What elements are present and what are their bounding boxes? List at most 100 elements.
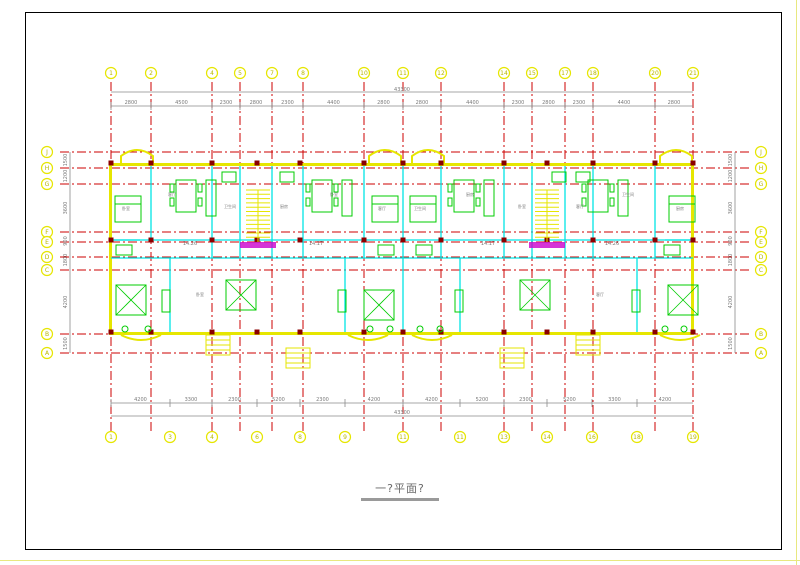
left-dimension-label: 1800 bbox=[63, 254, 69, 267]
room-label: 客厅 bbox=[576, 203, 584, 209]
chair bbox=[609, 183, 615, 193]
structural-column bbox=[400, 237, 406, 243]
bottom-dimension-label: 4200 bbox=[659, 397, 672, 403]
stair-landing-mark bbox=[240, 242, 276, 248]
chair bbox=[197, 197, 203, 207]
top-dimension-label: 2800 bbox=[377, 100, 390, 106]
chair bbox=[581, 197, 587, 207]
top-dimension-label: 4400 bbox=[327, 100, 340, 106]
left-axis-bubble-label: G bbox=[45, 181, 50, 188]
top-axis-bubble bbox=[233, 66, 247, 80]
structural-column bbox=[690, 237, 696, 243]
left-axis-bubble-label: A bbox=[45, 350, 50, 357]
bed bbox=[668, 195, 696, 223]
top-axis-bubble bbox=[686, 66, 700, 80]
bed bbox=[225, 279, 257, 311]
left-axis-bubble-label: J bbox=[45, 149, 48, 156]
structural-column bbox=[400, 329, 406, 335]
room-label: 厨房 bbox=[466, 191, 474, 197]
bed-diagonal bbox=[519, 279, 551, 311]
bottom-axis-bubble-label: 13 bbox=[500, 434, 508, 441]
chair bbox=[305, 197, 311, 207]
bottom-total-dimension-label: 43300 bbox=[394, 410, 410, 416]
room-label: 厨房 bbox=[676, 205, 684, 211]
top-dimension-label: 2300 bbox=[220, 100, 233, 106]
left-dimension-label: 1500 bbox=[63, 337, 69, 350]
bottom-axis-bubble-label: 16 bbox=[588, 434, 596, 441]
structural-column bbox=[254, 160, 260, 166]
room-area-label: 14.26 bbox=[183, 241, 197, 247]
structural-column bbox=[209, 237, 215, 243]
wardrobe bbox=[337, 289, 347, 313]
top-dimension-label: 4400 bbox=[466, 100, 479, 106]
right-dimension-label: 3600 bbox=[728, 202, 734, 215]
potted-plant bbox=[366, 325, 374, 333]
structural-column bbox=[501, 237, 507, 243]
bed-diagonal bbox=[667, 284, 699, 316]
left-dimension-label: 3600 bbox=[63, 202, 69, 215]
right-dimension-label: 4200 bbox=[728, 296, 734, 309]
structural-column bbox=[501, 329, 507, 335]
bottom-dimension-label: 4200 bbox=[368, 397, 381, 403]
structural-column bbox=[108, 237, 114, 243]
potted-plant bbox=[144, 325, 152, 333]
room-label: 卫生间 bbox=[622, 191, 634, 197]
bottom-axis-bubble bbox=[293, 430, 307, 444]
top-axis-bubble bbox=[104, 66, 118, 80]
bathroom-fixture bbox=[279, 171, 295, 183]
structural-column bbox=[590, 160, 596, 166]
chair bbox=[447, 183, 453, 193]
right-dimension-label: 1500 bbox=[728, 154, 734, 167]
bottom-axis-bubble bbox=[497, 430, 511, 444]
bottom-dimension-label: 2300 bbox=[316, 397, 329, 403]
bed bbox=[363, 289, 395, 321]
kitchen-counter bbox=[415, 244, 433, 256]
top-axis-bubble-label: 18 bbox=[589, 70, 597, 77]
right-dimension-label: 1500 bbox=[728, 337, 734, 350]
top-axis-bubble-label: 1 bbox=[109, 70, 113, 77]
left-axis-bubble-label: B bbox=[45, 331, 49, 338]
top-total-dimension-label: 43300 bbox=[394, 87, 410, 93]
bottom-axis-bubble bbox=[686, 430, 700, 444]
left-axis-bubble bbox=[40, 177, 54, 191]
top-axis-bubble-label: 15 bbox=[528, 70, 536, 77]
bottom-axis-bubble-label: 4 bbox=[210, 434, 214, 441]
bottom-axis-bubble bbox=[250, 430, 264, 444]
top-axis-bubble bbox=[296, 66, 310, 80]
left-axis-bubble-label: E bbox=[45, 239, 49, 246]
right-axis-bubble-label: H bbox=[759, 165, 764, 172]
left-axis-bubble-label: D bbox=[45, 254, 50, 261]
structural-column bbox=[148, 237, 154, 243]
top-dimension-label: 2800 bbox=[668, 100, 681, 106]
sofa bbox=[341, 179, 353, 217]
top-axis-bubble-label: 12 bbox=[437, 70, 445, 77]
bay-window bbox=[120, 149, 154, 166]
top-axis-bubble-label: 21 bbox=[689, 70, 697, 77]
structural-column bbox=[254, 329, 260, 335]
chair bbox=[333, 183, 339, 193]
bed bbox=[519, 279, 551, 311]
structural-column bbox=[148, 329, 154, 335]
right-axis-bubble bbox=[754, 346, 768, 360]
left-dimension-label: 900 bbox=[63, 236, 69, 246]
room-label: 卧室 bbox=[330, 191, 338, 197]
structural-column bbox=[438, 160, 444, 166]
left-axis-bubble-label: F bbox=[45, 229, 49, 236]
bathroom-fixture bbox=[551, 171, 567, 183]
balcony-curve bbox=[347, 334, 389, 341]
bottom-dimension-label: 4200 bbox=[134, 397, 147, 403]
structural-column bbox=[652, 237, 658, 243]
bottom-axis-bubble-label: 1 bbox=[109, 434, 113, 441]
chair bbox=[581, 183, 587, 193]
bed bbox=[371, 195, 399, 223]
structural-column bbox=[361, 329, 367, 335]
structural-column bbox=[690, 329, 696, 335]
right-axis-bubble bbox=[754, 145, 768, 159]
bottom-axis-bubble-label: 6 bbox=[255, 434, 259, 441]
right-axis-bubble-label: J bbox=[759, 149, 762, 156]
entrance-step-outline bbox=[499, 347, 525, 369]
potted-plant bbox=[386, 325, 394, 333]
structural-column bbox=[652, 160, 658, 166]
bottom-axis-bubble bbox=[163, 430, 177, 444]
